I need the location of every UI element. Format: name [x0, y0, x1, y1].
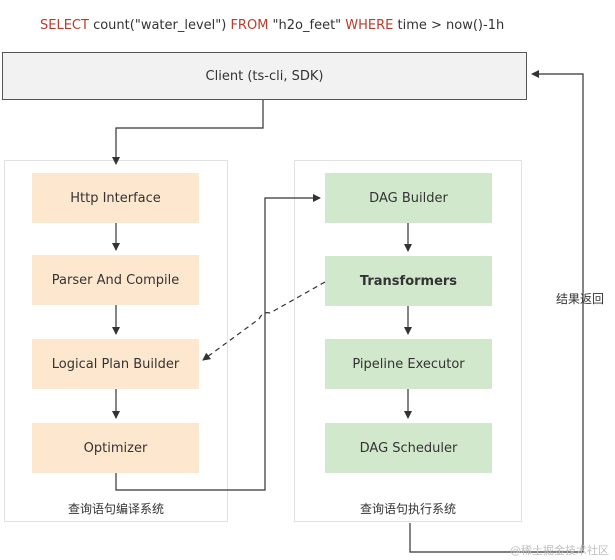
optimizer-node: Optimizer — [32, 423, 199, 473]
edge-result-return — [409, 70, 584, 553]
client-node: Client (ts-cli, SDK) — [2, 52, 527, 100]
sql-query-part: count("water_level") — [88, 18, 231, 33]
watermark: @稀土掘金技术社区 — [510, 544, 609, 557]
execute-system-title: 查询语句执行系统 — [359, 502, 456, 516]
dag-builder-node: DAG Builder — [325, 173, 492, 223]
compile-system-title: 查询语句编译系统 — [67, 502, 164, 516]
sql-keyword-where: WHERE — [345, 18, 394, 33]
client-label: Client (ts-cli, SDK) — [205, 68, 324, 84]
sql-query-text: SELECT count("water_level") FROM "h2o_fe… — [40, 18, 504, 33]
transformers-node: Transformers — [325, 256, 492, 306]
edge-transformers-to-logical-dashed — [202, 281, 326, 361]
sql-query-part: "h2o_feet" — [268, 18, 346, 33]
edge-optimizer-to-dag-builder — [115, 194, 321, 491]
logical-plan-builder-node: Logical Plan Builder — [32, 339, 199, 389]
result-return-label: 结果返回 — [556, 292, 605, 306]
dag-scheduler-node: DAG Scheduler — [325, 423, 492, 473]
edge-client-to-http — [112, 100, 264, 165]
http-interface-node: Http Interface — [32, 173, 199, 223]
parser-and-compile-node: Parser And Compile — [32, 255, 199, 305]
sql-keyword-select: SELECT — [40, 18, 89, 33]
sql-keyword-from: FROM — [230, 18, 269, 33]
pipeline-executor-node: Pipeline Executor — [325, 339, 492, 389]
sql-query-part: time > now()-1h — [393, 18, 505, 33]
